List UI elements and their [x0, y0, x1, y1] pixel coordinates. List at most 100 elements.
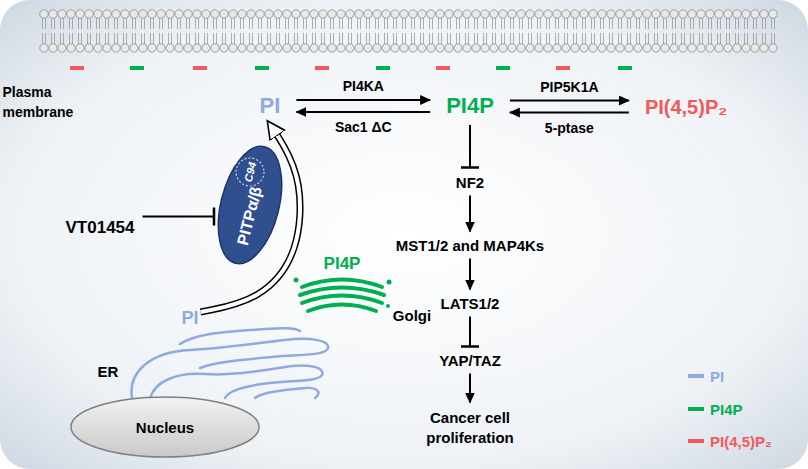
lipid-head [283, 44, 291, 52]
lipid-tail [196, 17, 199, 45]
lipid-head [652, 10, 660, 18]
node-text: PI(4,5)P₂ [645, 96, 727, 119]
lipid-head [238, 10, 246, 18]
lipid-head [76, 44, 84, 52]
structure-label: Plasma membrane [3, 82, 108, 123]
enzyme-label: 5-ptase [545, 120, 594, 136]
lipid-head [661, 10, 669, 18]
lipid-head [652, 44, 660, 52]
lipid-tail [628, 17, 631, 45]
node-text: PI [181, 308, 198, 329]
legend-text: PI(4,5)P₂ [710, 433, 772, 450]
lipid-head [337, 44, 345, 52]
node-text: Cancer cell proliferation [410, 408, 530, 447]
lipid-head [229, 44, 237, 52]
edge-group [296, 100, 430, 101]
lipid-head [490, 44, 498, 52]
lipid-head [508, 44, 516, 52]
lipid-tail [673, 17, 676, 45]
lipid-head [445, 44, 453, 52]
lipid-head [184, 44, 192, 52]
lipid-tail [619, 17, 622, 45]
lipid-head [85, 10, 93, 18]
lipid-head [607, 10, 615, 18]
lipid-head [679, 44, 687, 52]
lipid-head [409, 44, 417, 52]
legend-entry: PI4P [688, 399, 743, 419]
lipid-tail [718, 17, 721, 45]
activation-arrow [469, 196, 471, 232]
lipid-head [670, 10, 678, 18]
node-text: LATS1/2 [441, 295, 500, 312]
lipid-head [598, 10, 606, 18]
inhibition-line [469, 317, 471, 347]
lipid-mark [193, 66, 207, 70]
lipid-head [616, 44, 624, 52]
lipid-head [202, 44, 210, 52]
lipid-head [526, 10, 534, 18]
lipid-tail [610, 17, 613, 45]
lipid-head [499, 44, 507, 52]
lipid-tail [340, 17, 343, 45]
node-text: NF2 [456, 174, 484, 191]
lipid-head [103, 10, 111, 18]
lipid-head [355, 10, 363, 18]
lipid-head [76, 10, 84, 18]
edge-group [470, 259, 471, 290]
lipid-tail [745, 17, 748, 45]
lipid-head [418, 44, 426, 52]
legend-text: PI [710, 368, 724, 385]
lipid-head [436, 44, 444, 52]
lipid-head [274, 44, 282, 52]
lipid-head [238, 44, 246, 52]
lipid-mark [436, 66, 450, 70]
lipid-head [130, 10, 138, 18]
lipid-tail [547, 17, 550, 45]
activation-arrow [469, 259, 471, 290]
lipid-head [175, 10, 183, 18]
lipid-mark [315, 66, 329, 70]
lipid-head [67, 44, 75, 52]
lipid-head [49, 44, 57, 52]
lipid-head [193, 44, 201, 52]
lipid-tail [115, 17, 118, 45]
lipid-name: PI(4,5)P₂ [645, 96, 727, 119]
inhibition-line [143, 216, 215, 218]
lipid-tail [646, 17, 649, 45]
node-text: YAP/TAZ [439, 352, 501, 369]
enzyme-label: PIP5K1A [540, 79, 598, 95]
lipid-head [598, 44, 606, 52]
lipid-tail [448, 17, 451, 45]
lipid-tail [70, 17, 73, 45]
lipid-head [364, 10, 372, 18]
outcome-text: Cancer cell proliferation [410, 408, 530, 447]
lipid-head [58, 10, 66, 18]
lipid-head [670, 44, 678, 52]
lipid-head [319, 10, 327, 18]
lipid-tail [61, 17, 64, 45]
lipid-head [634, 44, 642, 52]
edge-group [510, 112, 629, 113]
lipid-tail [709, 17, 712, 45]
lipid-head [139, 44, 147, 52]
activation-arrow [296, 99, 430, 101]
lipid-head [310, 10, 318, 18]
lipid-tail [169, 17, 172, 45]
lipid-head [742, 10, 750, 18]
er-membrane [132, 328, 329, 398]
lipid-tail [241, 17, 244, 45]
lipid-head [49, 10, 57, 18]
node-text: C94 [242, 161, 259, 183]
lipid-head [418, 10, 426, 18]
lipid-head [265, 10, 273, 18]
lipid-head [751, 44, 759, 52]
legend-entry: PI(4,5)P₂ [688, 431, 772, 451]
lipid-head [148, 10, 156, 18]
lipid-head [184, 10, 192, 18]
lipid-head [562, 10, 570, 18]
lipid-tail [187, 17, 190, 45]
lipid-tail [304, 17, 307, 45]
lipid-head [454, 44, 462, 52]
lipid-head [175, 44, 183, 52]
lipid-tail [736, 17, 739, 45]
